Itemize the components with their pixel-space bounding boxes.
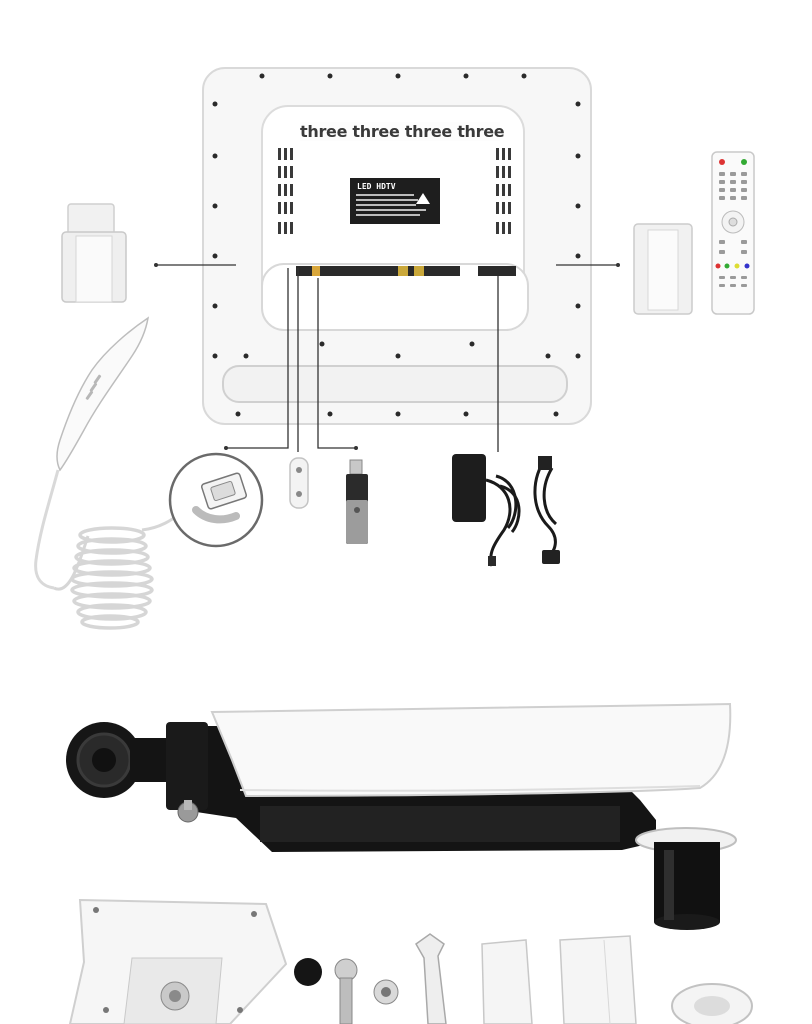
cable-covers [481, 935, 637, 1024]
cable-holder-left [61, 203, 127, 303]
monitor-label-title: LED HDTV [357, 182, 396, 191]
wrench [415, 933, 447, 1024]
cable-holder-right [633, 223, 693, 315]
connector-magnifier [168, 452, 264, 548]
overlay-caption: three three three three [300, 122, 505, 141]
power-adapter [452, 454, 560, 567]
remote-control [711, 151, 755, 315]
intraoral-camera [34, 316, 183, 630]
usb-flash-drive [346, 459, 368, 544]
pole-collar [671, 983, 753, 1024]
monitor-arm [66, 702, 737, 930]
cable-clip [289, 457, 309, 509]
callout-lines [156, 264, 618, 452]
hardware-screws [294, 958, 399, 1024]
monitor-back-panel [202, 67, 592, 425]
vesa-plate [68, 898, 288, 1024]
